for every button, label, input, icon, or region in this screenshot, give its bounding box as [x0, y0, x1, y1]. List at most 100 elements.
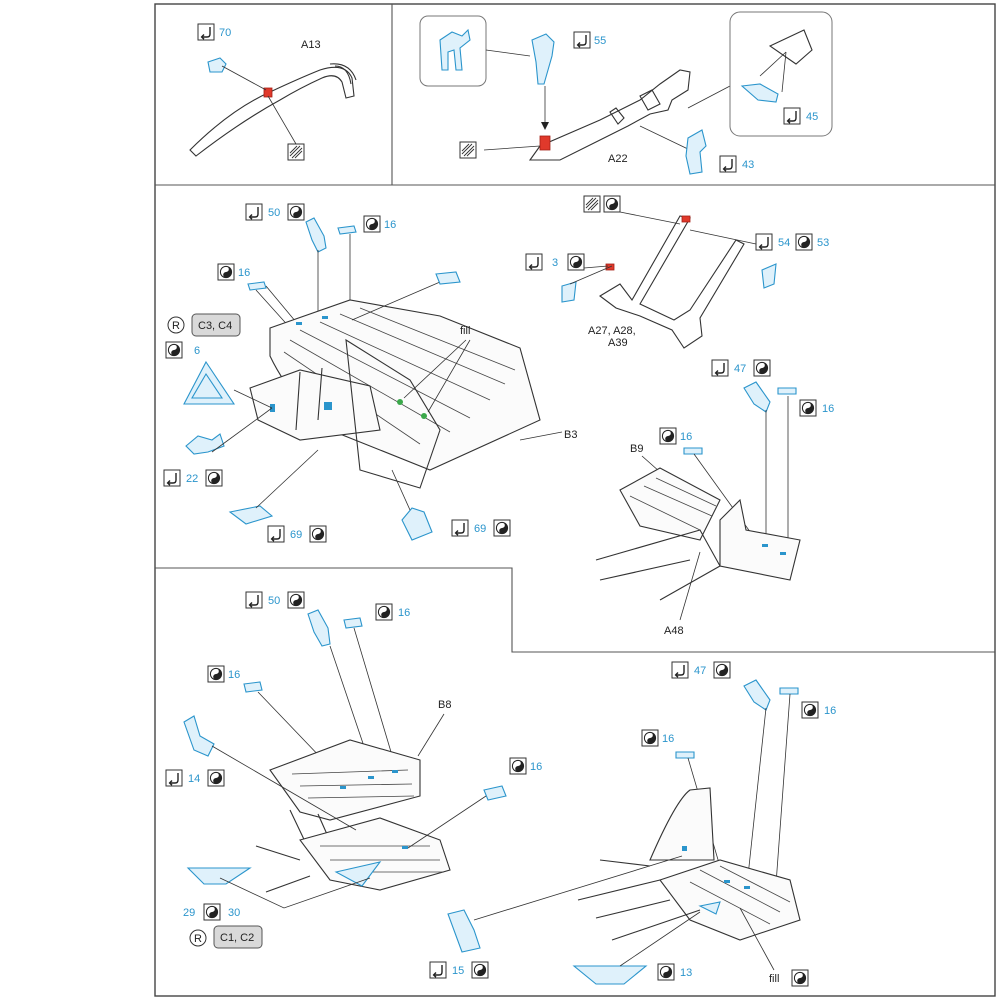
- part-number: 15: [452, 965, 464, 977]
- yin-yang-icon: [493, 519, 511, 537]
- part-number: 29: [183, 907, 195, 919]
- leader-line: [485, 49, 531, 57]
- yin-yang-icon: [287, 591, 305, 609]
- fill-point: [397, 399, 403, 405]
- bend-icon: [197, 23, 215, 41]
- leader-line: [583, 265, 609, 269]
- yin-yang-icon: [375, 603, 393, 621]
- etched-part-3: [561, 281, 577, 303]
- leader-line: [407, 795, 487, 849]
- leader-line: [639, 125, 691, 151]
- etched-part-22: [185, 433, 225, 455]
- yin-yang-icon: [603, 195, 621, 213]
- part-number: 50: [268, 595, 280, 607]
- leader-line: [211, 745, 357, 831]
- etched-part-50: [305, 217, 327, 253]
- etched-mark: [762, 544, 768, 547]
- leader-line: [219, 877, 371, 909]
- etched-mark: [724, 880, 730, 883]
- struts-fuselage: [295, 338, 441, 489]
- etched-part-50: [307, 609, 331, 647]
- panel-tail-b9: 47 16 16 B9 A48: [595, 359, 834, 637]
- etched-part-30: [186, 867, 252, 885]
- ref-box: [191, 313, 241, 337]
- leader-line: [417, 713, 445, 757]
- etched-part-16: [779, 687, 799, 695]
- yin-yang-icon: [641, 729, 659, 747]
- panel-landing-gear: 3 54 53 A27, A28, A39: [525, 195, 829, 349]
- leader-line: [351, 281, 441, 321]
- leader-line: [759, 51, 787, 93]
- yin-yang-icon: [363, 215, 381, 233]
- fin-drawing: [649, 787, 715, 861]
- bend-icon: [245, 591, 263, 609]
- wing-ribs: [291, 769, 415, 799]
- etched-part-43: [685, 129, 707, 175]
- lower-wing-drawing: [249, 369, 381, 441]
- part-number: 16: [662, 733, 674, 745]
- yin-yang-icon: [795, 233, 813, 251]
- yin-yang-icon: [659, 427, 677, 445]
- etched-part-45: [740, 83, 779, 103]
- etched-part-16: [337, 225, 357, 235]
- etched-part-47: [743, 679, 771, 711]
- panel-tail-bottom: 47 16 16 15 13 fill: [429, 661, 836, 987]
- part-number: 50: [268, 207, 280, 219]
- part-label-b9: B9: [630, 443, 643, 455]
- etched-part-16: [247, 281, 267, 291]
- ref-glyph: R: [194, 933, 202, 945]
- part-label-a27: A27, A28,: [588, 325, 636, 337]
- arrow-head: [541, 122, 549, 130]
- etched-mark: [698, 901, 721, 915]
- ref-c3-c4: C3, C4: [198, 320, 232, 332]
- yin-yang-icon: [567, 253, 585, 271]
- part-number: 45: [806, 111, 818, 123]
- etched-part-15: [447, 909, 481, 953]
- leader-line: [619, 211, 681, 225]
- paint-icon: [287, 143, 305, 161]
- ref-icon: [189, 929, 207, 947]
- yin-yang-icon: [207, 665, 225, 683]
- panel-a22: 55 A22 43 45: [419, 11, 833, 175]
- sheet-frame: [154, 3, 996, 997]
- part-label-a39: A39: [608, 337, 628, 349]
- etched-part-16: [777, 387, 797, 395]
- yin-yang-icon: [799, 399, 817, 417]
- etched-part-69a: [228, 505, 274, 525]
- etched-mark: [368, 776, 374, 779]
- part-number: 13: [680, 967, 692, 979]
- bend-icon: [163, 469, 181, 487]
- part-number: 22: [186, 473, 198, 485]
- detail-inset-45: [729, 11, 833, 137]
- etched-part-69b: [401, 507, 433, 541]
- etched-mark: [744, 886, 750, 889]
- leader-line: [739, 907, 775, 971]
- yin-yang-icon: [471, 961, 489, 979]
- yin-yang-icon: [165, 341, 183, 359]
- part-label-a13: A13: [301, 39, 321, 51]
- leader-line: [221, 65, 267, 91]
- part-number: 16: [238, 267, 250, 279]
- divider-row2: [155, 567, 995, 653]
- part-number: 43: [742, 159, 754, 171]
- gun-ring-drawing: [189, 66, 355, 157]
- leader-line: [473, 855, 683, 921]
- part-number: 14: [188, 773, 200, 785]
- part-number: 30: [228, 907, 240, 919]
- etched-mark: [340, 786, 346, 789]
- etched-part-13: [572, 965, 648, 985]
- yin-yang-icon: [791, 969, 809, 987]
- label-fill: fill: [769, 973, 779, 985]
- part-number: 16: [228, 669, 240, 681]
- leader-line: [483, 145, 541, 151]
- wing-ribs: [283, 307, 516, 445]
- leader-line: [255, 449, 319, 509]
- etched-mark: [270, 404, 275, 412]
- bend-icon: [719, 155, 737, 173]
- part-number: 16: [530, 761, 542, 773]
- bend-icon: [783, 107, 801, 125]
- part-label-a22: A22: [608, 153, 628, 165]
- etched-mark: [322, 316, 328, 319]
- bend-icon: [165, 769, 183, 787]
- inset-mount-drawing: [768, 29, 813, 65]
